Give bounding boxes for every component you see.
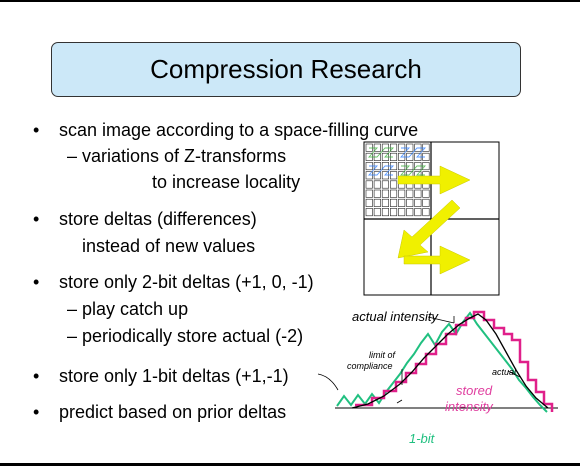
- actual-intensity-curve: [351, 313, 549, 409]
- bullet-1-sub-2: to increase locality: [152, 172, 301, 192]
- slide-bottom-border: [0, 463, 580, 466]
- bullet-4-text: store only 1-bit deltas (+1,-1): [59, 366, 289, 386]
- z-curve-trace: [367, 147, 395, 158]
- bullet-3-text: store only 2-bit deltas (+1, 0, -1): [59, 272, 314, 292]
- title-box: Compression Research: [51, 42, 521, 97]
- bullet-3-sub-2: – periodically store actual (-2): [67, 326, 304, 346]
- grid-cell: [381, 198, 390, 207]
- bullet-5-text: predict based on prior deltas: [59, 402, 287, 422]
- bullet-2-text: store deltas (differences): [59, 209, 257, 229]
- bullet-2-sub-1: instead of new values: [82, 236, 256, 256]
- z-curve-trace: [367, 165, 395, 176]
- actual-intensity-label: actual intensity: [352, 309, 439, 324]
- bullet-1-text: scan image according to a space-filling …: [59, 120, 419, 140]
- grid-cell: [398, 198, 406, 207]
- grid-cell: [389, 198, 398, 207]
- grid-cell: [381, 189, 390, 198]
- grid-cell: [398, 208, 406, 217]
- stored-label-line-2: intensity: [445, 399, 494, 414]
- one-bit-curve: [336, 311, 548, 413]
- arrow-right-top-icon: [397, 165, 471, 195]
- grid-cell: [422, 208, 430, 217]
- grid-cell: [398, 189, 406, 198]
- intensity-plot: actual intensity limit of compliance act…: [317, 309, 558, 446]
- grid-cell: [406, 208, 414, 217]
- one-bit-label: 1-bit: [409, 431, 436, 446]
- stored-label-line-1: stored: [456, 383, 493, 398]
- grid-cell: [389, 189, 398, 198]
- arrow-right-bottom-icon: [403, 245, 471, 275]
- grid-cell: [406, 189, 414, 198]
- grid-cell: [414, 198, 422, 207]
- limit-label-line-2: compliance: [347, 361, 393, 371]
- z-order-cell-grid: [365, 143, 430, 217]
- grid-cell: [373, 198, 381, 207]
- scan-arrows: [397, 165, 471, 275]
- grid-cell: [422, 198, 430, 207]
- grid-cell: [389, 208, 398, 217]
- bullet-marker: •: [33, 402, 40, 422]
- z-curve-trace: [399, 147, 427, 158]
- grid-cell: [365, 208, 373, 217]
- grid-cell: [373, 180, 381, 189]
- grid-cell: [365, 189, 373, 198]
- bullet-1-sub-1: – variations of Z-transforms: [67, 146, 287, 166]
- bullet-marker: •: [33, 209, 40, 229]
- grid-cell: [422, 189, 430, 198]
- grid-cell: [414, 189, 422, 198]
- bullet-3-sub-1: – play catch up: [67, 299, 189, 319]
- bullet-marker: •: [33, 120, 40, 140]
- grid-cell: [406, 198, 414, 207]
- grid-cell: [373, 208, 381, 217]
- bullet-marker: •: [33, 272, 40, 292]
- slide-top-border: [0, 0, 580, 2]
- grid-cell: [381, 180, 390, 189]
- slide-title: Compression Research: [150, 54, 422, 84]
- bullet-marker: •: [33, 366, 40, 386]
- limit-label-line-1: limit of: [369, 350, 397, 360]
- grid-cell: [373, 189, 381, 198]
- actual-label: actual: [492, 367, 517, 377]
- arrow-diagonal-icon: [397, 199, 461, 259]
- z-curve-trace: [399, 165, 427, 176]
- quadrant-figure: [363, 141, 500, 296]
- grid-cell: [381, 208, 390, 217]
- grid-cell: [389, 180, 398, 189]
- grid-cell: [414, 208, 422, 217]
- grid-cell: [365, 198, 373, 207]
- grid-cell: [365, 180, 373, 189]
